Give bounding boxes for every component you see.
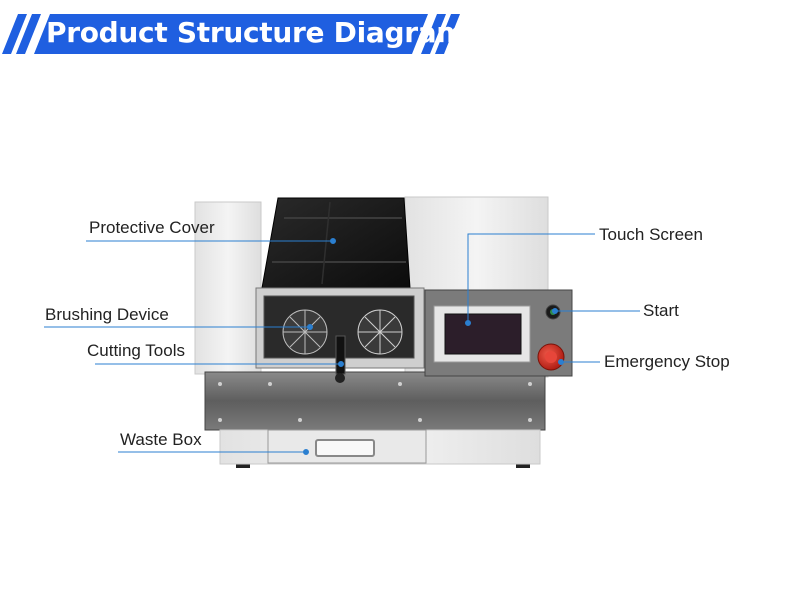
title-banner bbox=[2, 14, 460, 54]
waste-box-handle bbox=[315, 439, 375, 457]
touch-screen-display bbox=[444, 313, 522, 355]
label-brushing-device: Brushing Device bbox=[45, 305, 169, 324]
label-protective-cover: Protective Cover bbox=[89, 218, 215, 237]
steel-screws bbox=[218, 382, 532, 422]
banner-stripe-left-2 bbox=[16, 14, 41, 54]
brush-right bbox=[357, 309, 403, 355]
label-start: Start bbox=[643, 301, 679, 320]
banner-stripe-right-1 bbox=[421, 14, 446, 54]
label-waste-box: Waste Box bbox=[120, 430, 202, 449]
cutting-tool-blade bbox=[335, 335, 346, 375]
label-emergency-stop: Emergency Stop bbox=[604, 352, 730, 371]
brush-left bbox=[282, 309, 328, 355]
banner-stripe-left-1 bbox=[2, 14, 27, 54]
banner-stripe-right-2 bbox=[435, 14, 460, 54]
cover-glare-3 bbox=[321, 201, 331, 285]
label-touch-screen: Touch Screen bbox=[599, 225, 703, 244]
emergency-stop-collar bbox=[545, 351, 557, 363]
banner-body bbox=[34, 14, 428, 54]
cutting-tool-knob bbox=[335, 373, 345, 383]
page-title: Product Structure Diagram bbox=[46, 16, 466, 49]
protective-cover bbox=[261, 197, 411, 289]
steel-band bbox=[204, 371, 546, 431]
start-button-light bbox=[550, 309, 556, 315]
label-cutting-tools: Cutting Tools bbox=[87, 341, 185, 360]
